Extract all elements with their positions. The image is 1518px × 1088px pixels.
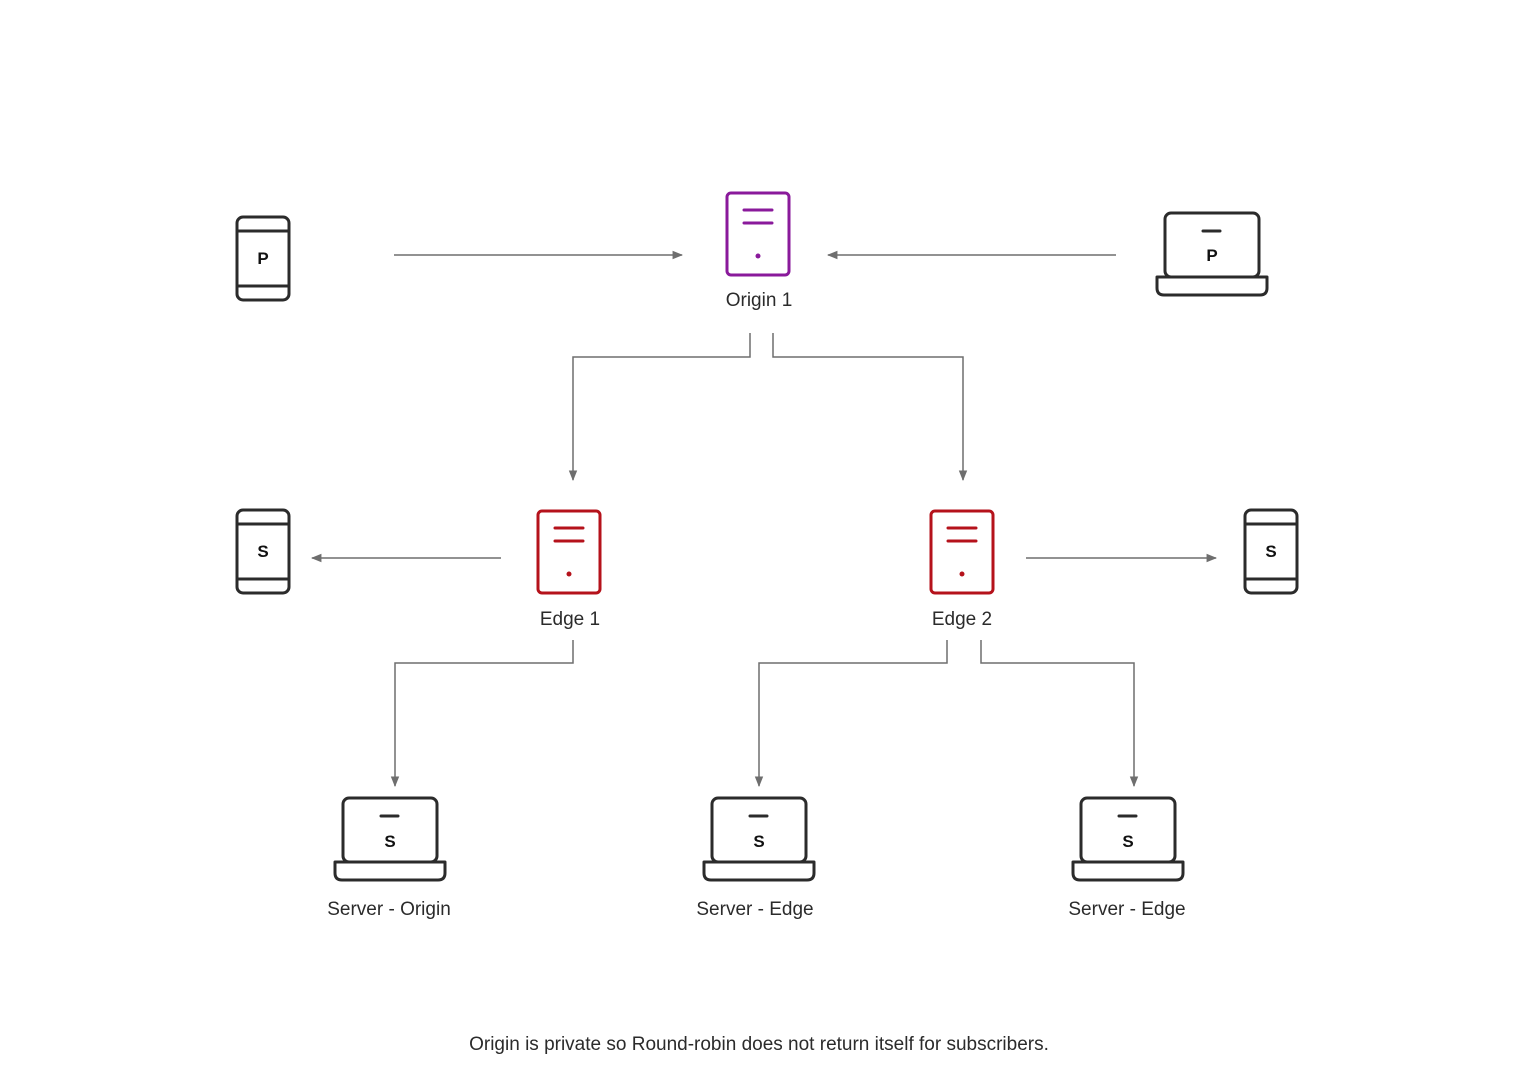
edge1-node[interactable]: Edge 1 <box>536 509 602 630</box>
server-edge-label: Server - Edge <box>696 899 813 920</box>
arrow-edge1-to-server-origin <box>390 640 574 788</box>
server-icon <box>536 509 602 595</box>
diagram-caption: Origin is private so Round-robin does no… <box>469 1034 1049 1055</box>
arrow-edge2-to-server-edge-1 <box>754 640 948 788</box>
edge1-label: Edge 1 <box>540 609 600 630</box>
arrow-origin-to-edge2 <box>772 333 968 482</box>
publisher-badge: P <box>1206 246 1217 265</box>
connectors <box>310 250 1218 788</box>
subscriber-badge: S <box>384 832 395 851</box>
publisher-laptop-node[interactable]: P <box>1155 211 1269 297</box>
laptop-icon <box>1071 796 1185 882</box>
laptop-icon <box>702 796 816 882</box>
origin-node[interactable]: Origin 1 <box>725 191 793 311</box>
subscriber-badge: S <box>1122 832 1133 851</box>
publisher-badge: P <box>257 249 268 268</box>
origin-label: Origin 1 <box>726 290 793 311</box>
mobile-phone-icon <box>1243 508 1299 595</box>
arrow-edge2-to-server-edge-2 <box>980 640 1139 788</box>
server-edge-label: Server - Edge <box>1068 899 1185 920</box>
subscriber-laptop-1-node[interactable]: S Server - Origin <box>327 796 451 920</box>
laptop-icon <box>1155 211 1269 297</box>
server-icon <box>725 191 791 277</box>
subscriber-badge: S <box>753 832 764 851</box>
server-icon <box>929 509 995 595</box>
subscriber-laptop-3-node[interactable]: S Server - Edge <box>1068 796 1186 920</box>
mobile-phone-icon <box>235 508 291 595</box>
edge2-label: Edge 2 <box>932 609 992 630</box>
subscriber-laptop-2-node[interactable]: S Server - Edge <box>696 796 816 920</box>
publisher-mobile-node[interactable]: P <box>235 215 291 302</box>
server-origin-label: Server - Origin <box>327 899 451 920</box>
mobile-phone-icon <box>235 215 291 302</box>
subscriber-mobile-left-node[interactable]: S <box>235 508 291 595</box>
subscriber-badge: S <box>1265 542 1276 561</box>
laptop-icon <box>333 796 447 882</box>
subscriber-badge: S <box>257 542 268 561</box>
edge2-node[interactable]: Edge 2 <box>929 509 995 630</box>
subscriber-mobile-right-node[interactable]: S <box>1243 508 1299 595</box>
arrow-origin-to-edge1 <box>568 333 751 482</box>
